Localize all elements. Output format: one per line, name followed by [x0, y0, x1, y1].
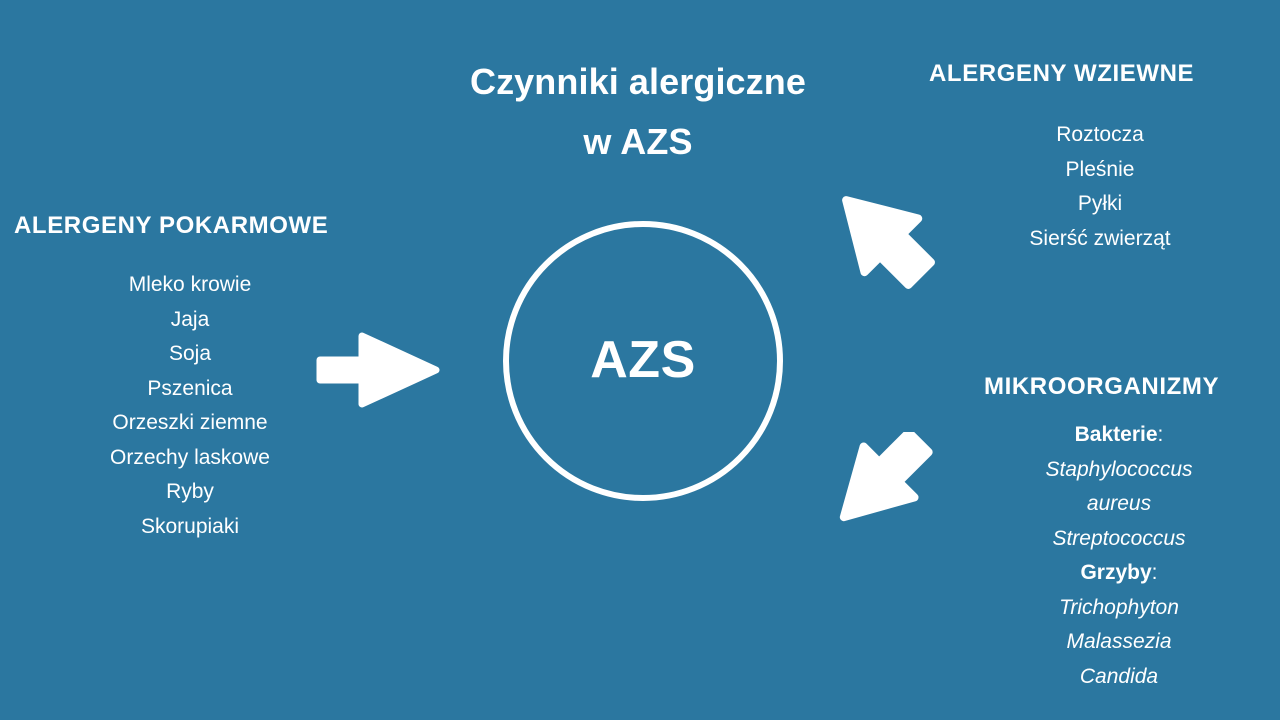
inhalant-allergen-item: Pleśnie: [1065, 157, 1135, 181]
center-circle-label: AZS: [590, 331, 696, 389]
microorganism-species-item: Streptococcus: [1052, 526, 1186, 550]
colon-separator: :: [1151, 561, 1158, 584]
center-circle: [503, 221, 783, 501]
food-allergen-item: Orzeszki ziemne: [112, 411, 268, 434]
food-allergen-item: Skorupiaki: [140, 514, 240, 538]
microorganism-group-label: Grzyby:: [1080, 561, 1158, 584]
inhalant-allergen-item: Sierść zwierząt: [1029, 226, 1171, 250]
food-allergen-item: Orzechy laskowe: [110, 445, 270, 469]
section-heading-inhalant-allergens: ALERGENY WZIEWNE: [929, 60, 1195, 87]
title-line-2: w AZS: [583, 121, 693, 162]
microorganism-species-item: Malassezia: [1066, 630, 1172, 653]
food-allergen-item: Pszenica: [147, 376, 233, 400]
microorganism-species-item: Staphylococcus: [1045, 457, 1193, 481]
food-allergen-item: Jaja: [170, 307, 210, 331]
section-heading-food-allergens: ALERGENY POKARMOWE: [14, 212, 329, 239]
arrow-down-left-icon: [822, 186, 948, 292]
microorganism-species-item: Candida: [1079, 664, 1159, 688]
microorganism-species-item: Trichophyton: [1059, 595, 1179, 619]
microorganism-group-label: Bakterie:: [1074, 423, 1164, 446]
inhalant-allergen-item: Pyłki: [1077, 192, 1123, 215]
inhalant-allergen-item: Roztocza: [1056, 123, 1144, 146]
food-allergen-item: Soja: [168, 342, 212, 365]
title-line-1: Czynniki alergiczne: [469, 61, 806, 102]
food-allergen-item: Mleko krowie: [128, 273, 252, 296]
microorganism-species-item: aureus: [1086, 492, 1152, 515]
colon-separator: :: [1157, 423, 1164, 446]
food-allergen-item: Ryby: [166, 480, 214, 503]
arrow-right-icon: [316, 330, 440, 410]
section-heading-microorganisms: MIKROORGANIZMY: [984, 373, 1220, 400]
page-title: Czynniki alergiczne w AZS: [388, 52, 888, 172]
arrow-up-left-icon: [814, 428, 950, 526]
